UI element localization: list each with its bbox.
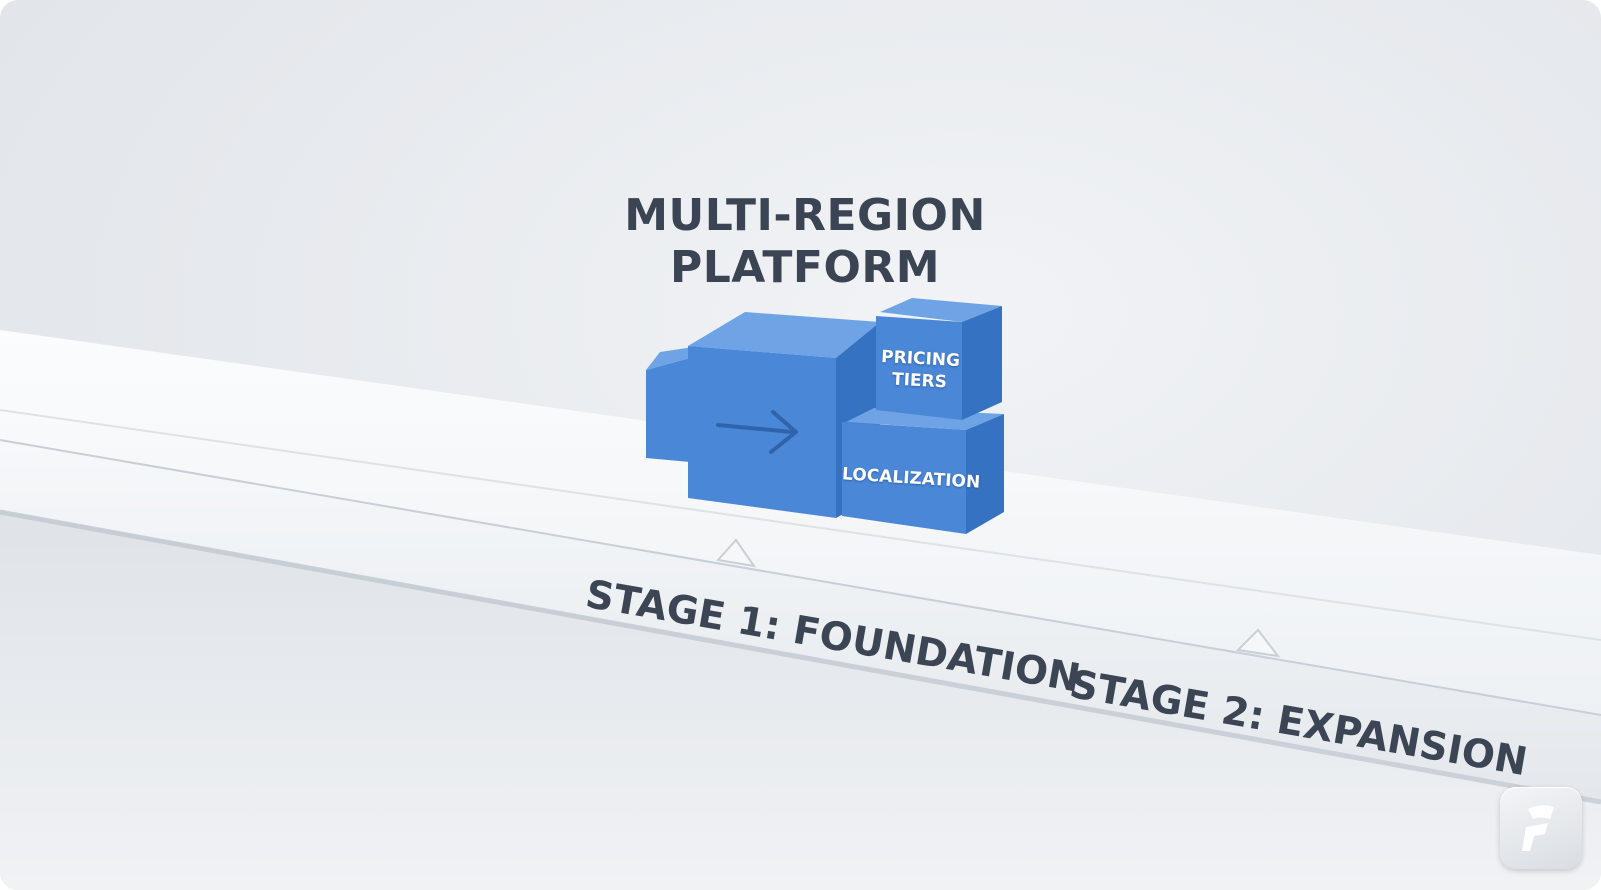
pricing-tiers-label: PRICING TIERS <box>877 346 963 394</box>
rail-edge <box>0 439 1601 716</box>
brand-logo-glyph <box>1522 805 1554 851</box>
rail-front-face <box>0 440 1601 800</box>
pricing-tiers-label-line-1: PRICING <box>880 346 961 372</box>
rail-top-surface <box>0 330 1601 715</box>
block-back-small <box>646 346 700 462</box>
block-pricing-tiers <box>876 298 1002 420</box>
block-localization <box>842 408 1004 534</box>
rail-step-line <box>0 409 1601 641</box>
stage-2-marker <box>1235 628 1281 658</box>
diagram-title-line-1: MULTI-REGION <box>624 190 986 241</box>
brand-logo-icon <box>1500 787 1582 869</box>
diagram-title-line-2: PLATFORM <box>669 242 941 293</box>
rail-shadow <box>0 509 1601 805</box>
stage-1-marker <box>716 538 757 568</box>
pricing-tiers-label-line-2: TIERS <box>891 369 948 393</box>
floor <box>0 510 1601 890</box>
arrow-right-icon <box>716 410 798 454</box>
